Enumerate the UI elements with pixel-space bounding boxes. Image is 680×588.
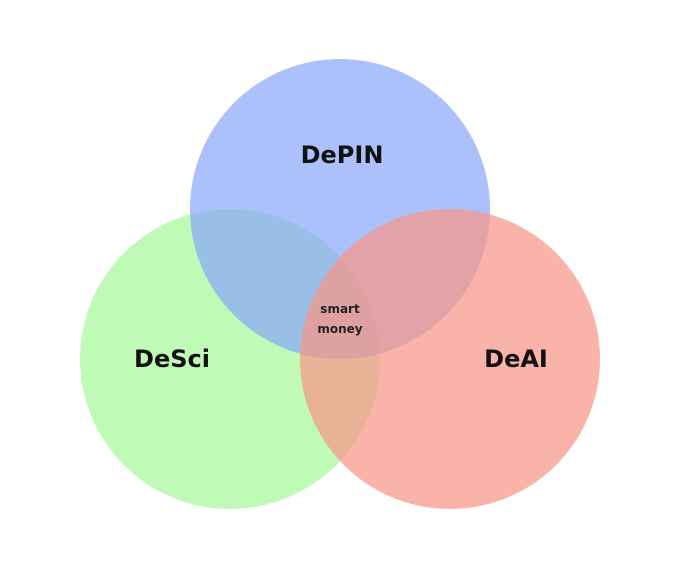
label-desci: DeSci (134, 345, 210, 373)
label-center-line-2: money (317, 322, 362, 336)
circles (80, 59, 600, 509)
label-deai: DeAI (484, 345, 548, 373)
labels: DePIN DeSci DeAI smart money (134, 141, 548, 373)
label-depin: DePIN (301, 141, 384, 169)
label-center-line-1: smart (320, 302, 360, 316)
circle-deai (300, 209, 600, 509)
